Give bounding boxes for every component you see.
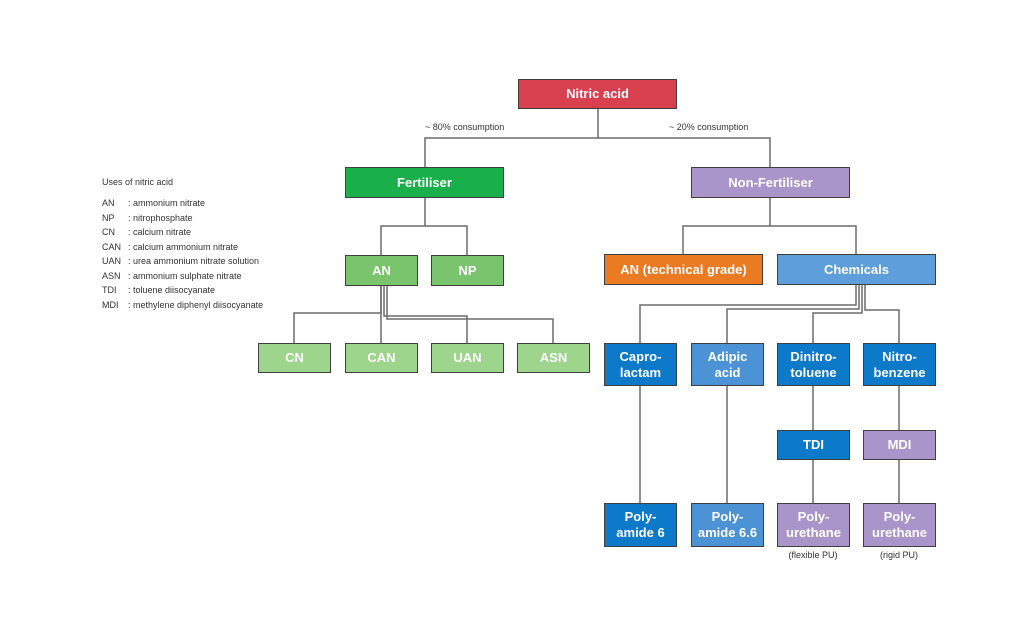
node-label: Nitric acid [566,86,629,101]
node-label: Adipic acid [707,348,748,380]
sub-label-flexible-pu: (flexible PU) [788,550,838,560]
edge-nonfert-to-antech [682,198,771,254]
legend-desc: : calcium nitrate [128,227,192,237]
node-label: Nitro- benzene [873,348,926,380]
node-label: Capro- lactam [619,348,662,380]
node-an: AN [345,255,418,286]
edge-nitric-to-nonfertiliser [598,137,771,167]
edge-an-to-asn [386,286,554,343]
legend-desc: : methylene diphenyl diisocyanate [128,299,264,310]
node-label: ASN [539,350,568,365]
node-label: UAN [453,350,482,365]
edge-chem-to-dinitrotoluene [812,285,863,343]
legend-desc: : nitrophosphate [128,212,193,223]
node-dinitrotoluene: Dinitro- toluene [777,343,850,386]
sub-label-rigid-pu: (rigid PU) [879,550,918,560]
node-polyamide-66: Poly- amide 6.6 [691,503,764,547]
node-label: AN (technical grade) [620,261,747,277]
node-tdi: TDI [777,430,850,460]
legend-item: CAN : calcium ammonium nitrate [102,240,263,255]
node-label: TDI [803,437,824,452]
node-adipic-acid: Adipic acid [691,343,764,386]
edge-chem-to-caprolactam [639,285,857,343]
node-label: CAN [367,350,396,365]
node-label: CN [285,350,304,365]
node-can: CAN [345,343,418,373]
node-asn: ASN [517,343,590,373]
edge-label-20-percent: ~ 20% consumption [669,122,749,132]
legend-item: CN : calcium nitrate [102,225,263,240]
edge-label-80-percent: ~ 80% consumption [425,122,505,132]
legend-abbr: CAN [102,241,122,252]
node-label: NP [458,262,477,278]
legend-desc: : urea ammonium nitrate solution [128,256,260,266]
edge-nonfert-to-chemicals [770,225,857,254]
legend-abbr: UAN [102,256,122,266]
edge-an-to-cn [293,286,382,343]
node-an-technical: AN (technical grade) [604,254,763,285]
node-label: Poly- amide 6 [616,509,665,540]
node-non-fertiliser: Non-Fertiliser [691,167,850,198]
legend-desc: : calcium ammonium nitrate [128,241,239,252]
legend-item: NP : nitrophosphate [102,211,263,226]
node-label: Dinitro- toluene [790,348,837,380]
legend-abbr: ASN [102,270,121,281]
node-label: Poly- amide 6.6 [697,509,758,540]
legend-abbr: AN [102,198,115,208]
node-fertiliser: Fertiliser [345,167,504,198]
node-label: AN [372,262,391,278]
legend-abbr: TDI [102,285,117,295]
node-chemicals: Chemicals [777,254,936,285]
legend-title: Uses of nitric acid [102,177,174,187]
legend-desc: : ammonium nitrate [128,198,206,208]
node-polyurethane-rigid: Poly- urethane [863,503,936,547]
node-label: Fertiliser [397,174,452,190]
node-cn: CN [258,343,331,373]
node-mdi: MDI [863,430,936,460]
legend-item: ASN : ammonium sulphate nitrate [102,269,263,284]
edge-fertiliser-to-np [425,225,468,255]
legend-desc: : toluene diisocyanate [128,285,216,295]
edge-nitric-to-fertiliser [424,109,599,167]
node-np: NP [431,255,504,286]
node-polyurethane-flexible: Poly- urethane [777,503,850,547]
node-uan: UAN [431,343,504,373]
node-polyamide-6: Poly- amide 6 [604,503,677,547]
legend-abbr: CN [102,227,115,237]
node-caprolactam: Capro- lactam [604,343,677,386]
legend: Uses of nitric acid AN : ammonium nitrate… [102,177,263,312]
legend-desc: : ammonium sulphate nitrate [128,270,242,281]
legend-abbr: MDI [102,299,119,310]
edge-chem-to-nitrobenzene [864,285,900,343]
node-label: Chemicals [823,261,890,277]
edge-chem-to-adipic [726,285,860,343]
node-label: Poly- urethane [872,509,927,540]
node-label: MDI [887,437,912,452]
legend-item: MDI : methylene diphenyl diisocyanate [102,298,263,313]
node-nitrobenzene: Nitro- benzene [863,343,936,386]
edge-fertiliser-to-an [380,198,426,255]
legend-item: UAN : urea ammonium nitrate solution [102,254,263,269]
node-label: Poly- urethane [786,509,841,540]
node-label: Non-Fertiliser [728,174,813,190]
edge-an-to-uan [383,286,468,343]
legend-item: AN : ammonium nitrate [102,196,263,211]
legend-item: TDI : toluene diisocyanate [102,283,263,298]
legend-abbr: NP [102,212,115,223]
node-nitric-acid: Nitric acid [518,79,677,109]
